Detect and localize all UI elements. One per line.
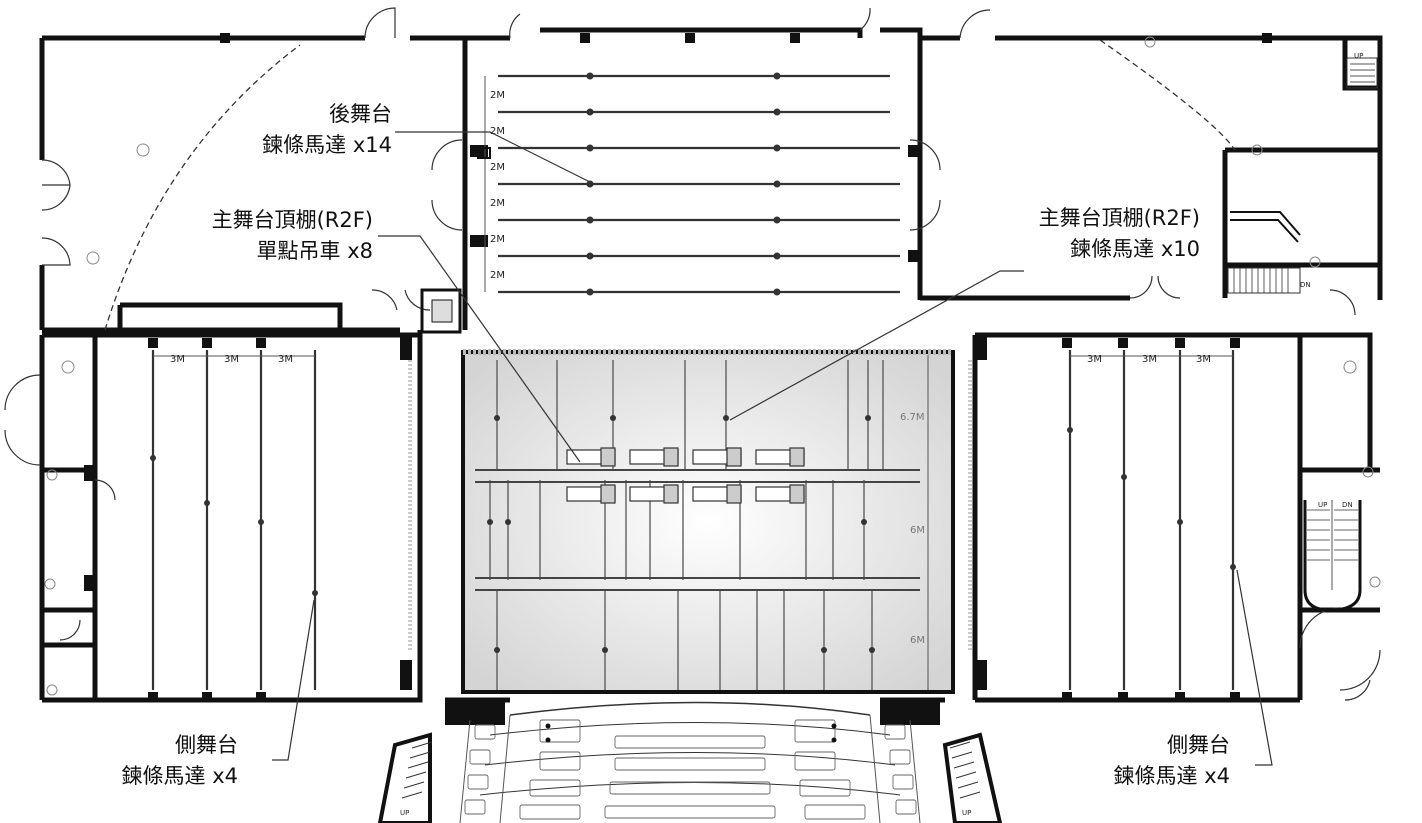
stair-bottom-right: UP bbox=[942, 732, 1003, 823]
callout-rear-stage-detail: 鍊條馬達 x14 bbox=[262, 133, 392, 157]
callout-main-grid-chain: 主舞台頂棚(R2F) 鍊條馬達 x10 bbox=[1039, 203, 1200, 265]
stair-dn-label-2: DN bbox=[1342, 501, 1353, 509]
callout-side-stage-right-detail: 鍊條馬達 x4 bbox=[1113, 764, 1230, 788]
stair-up-label-2: UP bbox=[1318, 501, 1327, 509]
main-stage-beams bbox=[475, 469, 920, 591]
spot-hoists bbox=[566, 447, 805, 504]
building-walls bbox=[39, 27, 1383, 703]
callout-rear-stage: 後舞台 鍊條馬達 x14 bbox=[262, 99, 392, 161]
rear-stage-battens bbox=[484, 74, 900, 294]
stair-top-right: UP bbox=[1346, 52, 1378, 89]
rear-stage-dimensions: 2M 2M 2M 2M 2M 2M bbox=[490, 90, 505, 281]
dim-main-3: 6M bbox=[910, 635, 925, 646]
callout-main-grid-chain-detail: 鍊條馬達 x10 bbox=[1070, 237, 1200, 261]
dim-main-2: 6M bbox=[910, 525, 925, 536]
callout-main-grid-chain-title: 主舞台頂棚(R2F) bbox=[1038, 206, 1200, 230]
fixtures bbox=[44, 36, 1381, 696]
rear-stage-motors bbox=[586, 72, 781, 296]
dim-rear-5: 2M bbox=[490, 234, 505, 245]
curtain-track-left bbox=[104, 44, 301, 331]
callout-main-grid-spot-detail: 單點吊車 x8 bbox=[256, 239, 373, 263]
side-stage-right-battens: 3M 3M 3M bbox=[1067, 350, 1236, 690]
stair-up-label-4: UP bbox=[962, 809, 971, 817]
dim-side-left-2: 3M bbox=[224, 354, 239, 365]
dim-rear-4: 2M bbox=[490, 198, 505, 209]
dim-rear-3: 2M bbox=[490, 162, 505, 173]
stair-dn-label-1: DN bbox=[1300, 281, 1311, 289]
dim-side-right-3: 3M bbox=[1196, 354, 1211, 365]
stair-up-label-3: UP bbox=[400, 809, 409, 817]
callout-main-grid-spot-title: 主舞台頂棚(R2F) bbox=[211, 208, 373, 232]
dim-side-left-3: 3M bbox=[278, 354, 293, 365]
curtain-track-right bbox=[1099, 39, 1236, 151]
auditorium bbox=[459, 701, 921, 823]
leader-lines bbox=[272, 131, 1273, 766]
dim-rear-6: 2M bbox=[490, 270, 505, 281]
stair-up-label-1: UP bbox=[1354, 52, 1363, 60]
callout-side-stage-left: 側舞台 鍊條馬達 x4 bbox=[122, 730, 238, 792]
main-stage bbox=[461, 349, 955, 694]
dim-side-right-2: 3M bbox=[1142, 354, 1157, 365]
callout-rear-stage-title: 後舞台 bbox=[329, 102, 392, 126]
main-stage-dimensions: 6.7M 6M 6M bbox=[900, 355, 929, 690]
stair-right-spiral: UP DN bbox=[1303, 500, 1362, 612]
callout-main-grid-spot: 主舞台頂棚(R2F) 單點吊車 x8 bbox=[212, 205, 373, 267]
lift-shaft bbox=[420, 288, 462, 334]
callout-side-stage-right: 側舞台 鍊條馬達 x4 bbox=[1114, 730, 1230, 792]
dim-main-1: 6.7M bbox=[900, 412, 925, 423]
dim-side-left-1: 3M bbox=[170, 354, 185, 365]
callout-side-stage-left-title: 側舞台 bbox=[175, 733, 238, 757]
stair-mid-right: DN bbox=[1227, 211, 1311, 294]
dim-side-right-1: 3M bbox=[1087, 354, 1102, 365]
callout-side-stage-left-detail: 鍊條馬達 x4 bbox=[121, 764, 238, 788]
stair-bottom-left: UP bbox=[377, 732, 433, 823]
callout-side-stage-right-title: 側舞台 bbox=[1167, 733, 1230, 757]
side-stage-left-battens: 3M 3M 3M bbox=[150, 350, 318, 690]
dim-rear-2: 2M bbox=[490, 126, 505, 137]
main-stage-motors bbox=[487, 415, 875, 653]
dim-rear-1: 2M bbox=[490, 90, 505, 101]
